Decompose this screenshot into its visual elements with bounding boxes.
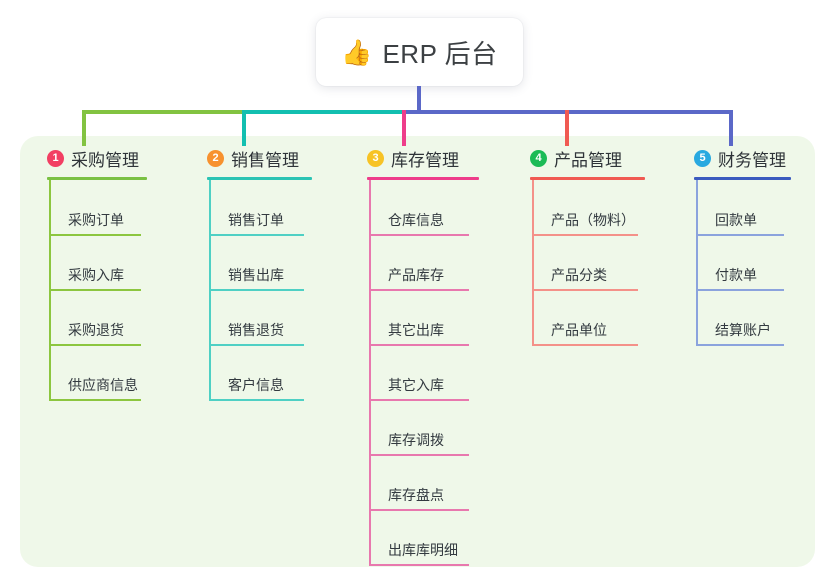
root-node[interactable]: 👍 ERP 后台 xyxy=(316,18,523,86)
branch-number-badge: 5 xyxy=(694,149,711,167)
leaf-item[interactable]: 结算账户 xyxy=(696,320,784,346)
leaf-item[interactable]: 仓库信息 xyxy=(369,210,469,236)
bus-segment-1 xyxy=(82,110,246,114)
branch-title: 采购管理 xyxy=(71,150,139,170)
branch-underline xyxy=(530,177,645,180)
branch-header-3[interactable]: 3 库存管理 xyxy=(367,146,479,170)
branch-header-1[interactable]: 1 采购管理 xyxy=(47,146,147,170)
branch-underline xyxy=(207,177,312,180)
leaf-item[interactable]: 库存盘点 xyxy=(369,485,469,511)
branch-column-4: 4 产品管理 xyxy=(530,146,645,180)
thumbs-up-icon: 👍 xyxy=(341,37,373,67)
bus-segment-2 xyxy=(242,110,406,114)
branch-drop-line-2 xyxy=(242,110,246,146)
branch-underline xyxy=(47,177,147,180)
branch-header-5[interactable]: 5 财务管理 xyxy=(694,146,791,170)
branch-title: 产品管理 xyxy=(554,150,622,170)
branch-header-4[interactable]: 4 产品管理 xyxy=(530,146,645,170)
leaf-item[interactable]: 出库库明细 xyxy=(369,540,469,566)
branch-drop-line-3 xyxy=(402,110,406,146)
leaf-item[interactable]: 客户信息 xyxy=(209,375,304,401)
leaf-item[interactable]: 产品分类 xyxy=(532,265,638,291)
leaf-item[interactable]: 采购退货 xyxy=(49,320,141,346)
branch-underline xyxy=(367,177,479,180)
branch-title: 财务管理 xyxy=(718,150,786,170)
branch-underline xyxy=(694,177,791,180)
branch-drop-line-1 xyxy=(82,110,86,146)
leaf-item[interactable]: 销售退货 xyxy=(209,320,304,346)
leaf-item[interactable]: 库存调拨 xyxy=(369,430,469,456)
branch-title: 库存管理 xyxy=(391,150,459,170)
branch-title: 销售管理 xyxy=(231,150,299,170)
leaf-item[interactable]: 产品单位 xyxy=(532,320,638,346)
leaf-item[interactable]: 回款单 xyxy=(696,210,784,236)
branch-number-badge: 1 xyxy=(47,149,64,167)
leaf-item[interactable]: 其它出库 xyxy=(369,320,469,346)
branch-column-3: 3 库存管理 xyxy=(367,146,479,180)
diagram-background-panel xyxy=(20,136,815,567)
branch-spine-3 xyxy=(369,180,371,564)
branch-column-5: 5 财务管理 xyxy=(694,146,791,180)
leaf-item[interactable]: 产品库存 xyxy=(369,265,469,291)
branch-column-1: 1 采购管理 xyxy=(47,146,147,180)
leaf-item[interactable]: 销售出库 xyxy=(209,265,304,291)
branch-number-badge: 2 xyxy=(207,149,224,167)
branch-header-2[interactable]: 2 销售管理 xyxy=(207,146,312,170)
branch-drop-line-5 xyxy=(729,110,733,146)
branch-number-badge: 4 xyxy=(530,149,547,167)
leaf-item[interactable]: 销售订单 xyxy=(209,210,304,236)
leaf-item[interactable]: 采购入库 xyxy=(49,265,141,291)
root-node-title: ERP 后台 xyxy=(382,38,498,69)
leaf-item[interactable]: 供应商信息 xyxy=(49,375,141,401)
branch-column-2: 2 销售管理 xyxy=(207,146,312,180)
leaf-item[interactable]: 采购订单 xyxy=(49,210,141,236)
branch-spine-5 xyxy=(696,180,698,344)
leaf-item[interactable]: 产品（物料） xyxy=(532,210,638,236)
branch-drop-line-4 xyxy=(565,110,569,146)
leaf-item[interactable]: 其它入库 xyxy=(369,375,469,401)
branch-number-badge: 3 xyxy=(367,149,384,167)
root-trunk-line xyxy=(417,86,421,114)
leaf-item[interactable]: 付款单 xyxy=(696,265,784,291)
branch-spine-4 xyxy=(532,180,534,344)
